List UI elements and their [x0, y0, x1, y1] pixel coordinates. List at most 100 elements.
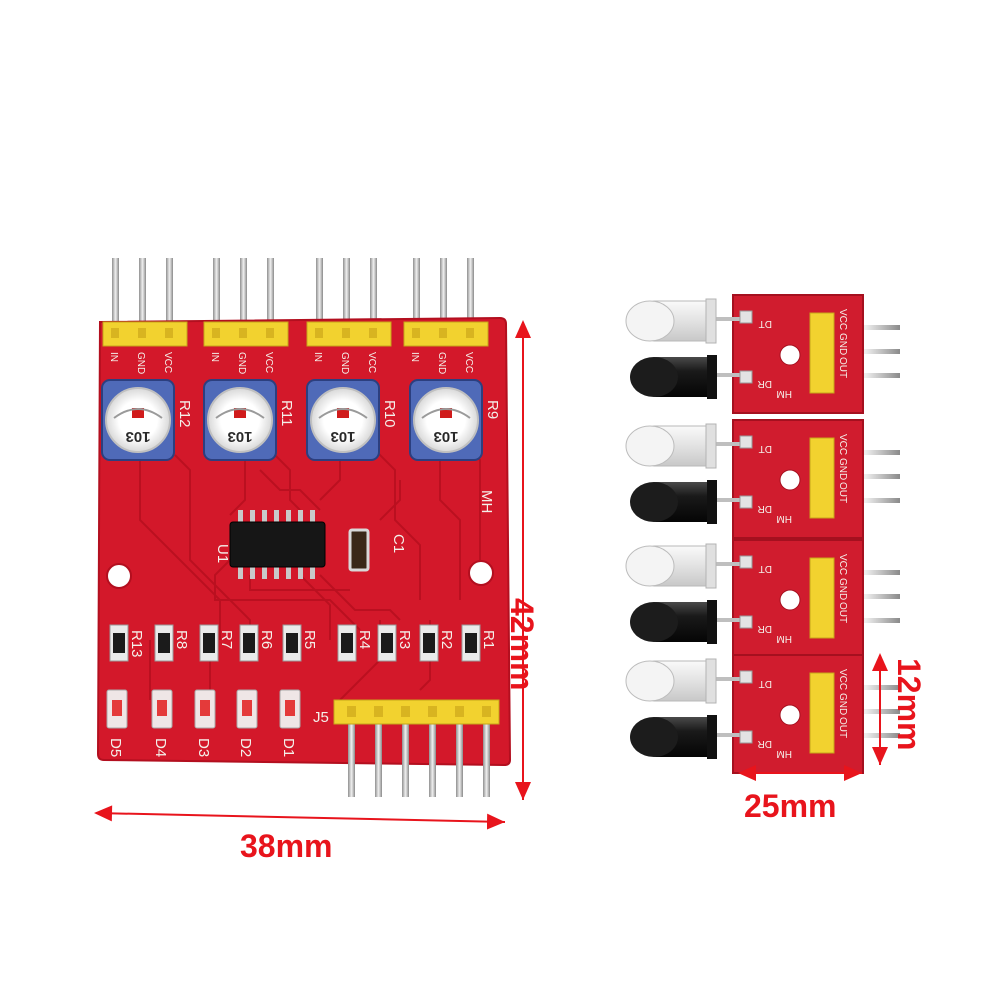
ic-leg	[238, 510, 243, 524]
pot-label: R12	[176, 400, 193, 428]
pin-label: VCC	[463, 352, 474, 373]
ic-leg	[274, 510, 279, 524]
header-socket	[239, 328, 247, 338]
black-ir-led	[630, 480, 717, 524]
mounting-hole	[779, 704, 801, 726]
black-ir-led	[630, 715, 717, 759]
black-ir-led	[630, 600, 717, 644]
smd-led	[194, 689, 216, 729]
smd-led	[236, 689, 258, 729]
smd-resistor	[461, 624, 481, 662]
module-header-label: VCC	[837, 554, 848, 575]
main-brand-label: MH	[478, 490, 495, 513]
ic-leg	[250, 565, 255, 579]
header-socket	[374, 706, 383, 717]
clear-ir-led	[625, 658, 717, 704]
module-header-label: OUT	[837, 482, 848, 503]
bottom-header	[333, 699, 500, 797]
smd-resistor	[282, 624, 302, 662]
module-header-label: VCC	[837, 309, 848, 330]
ic-leg	[238, 565, 243, 579]
header-socket	[439, 328, 447, 338]
clear-ir-led	[625, 543, 717, 589]
pin-label: VCC	[263, 352, 274, 373]
smd-resistor	[377, 624, 397, 662]
smd-resistor	[199, 624, 219, 662]
smd-resistor	[154, 624, 174, 662]
module-header-label: GND	[837, 693, 848, 715]
header-pin	[456, 712, 463, 797]
resistor-label: R2	[438, 630, 455, 649]
yellow-header	[333, 699, 500, 725]
pot-value: 103	[125, 428, 150, 445]
potentiometer: 103	[101, 379, 175, 461]
header-socket	[165, 328, 173, 338]
led-label: D5	[107, 738, 124, 757]
led-label: D2	[237, 738, 254, 757]
led-label: D3	[195, 738, 212, 757]
smd-resistor	[109, 624, 129, 662]
resistor-label: R5	[301, 630, 318, 649]
mounting-hole-left	[106, 563, 132, 589]
ic-leg	[310, 565, 315, 579]
module-brand-label: HM	[776, 633, 792, 644]
header-pin	[830, 685, 900, 690]
header-socket	[455, 706, 464, 717]
ic-leg	[250, 510, 255, 524]
resistor-label: R8	[173, 630, 190, 649]
module-width-label: 25mm	[744, 788, 837, 824]
mounting-hole	[779, 469, 801, 491]
ic-leg	[286, 510, 291, 524]
ic-chip	[229, 510, 326, 579]
chip-label: U1	[214, 544, 231, 563]
mounting-hole	[779, 589, 801, 611]
led-label: D4	[152, 738, 169, 757]
module-pin-label: DR	[758, 623, 772, 634]
black-ir-led	[630, 355, 717, 399]
potentiometer: 103	[306, 379, 380, 461]
capacitor	[348, 528, 370, 572]
led-label: D1	[280, 738, 297, 757]
pot-label: R11	[278, 400, 295, 426]
header-pin	[343, 258, 350, 338]
header-pin	[467, 258, 474, 338]
yellow-header	[809, 312, 835, 394]
led-labels: D5 D4 D3 D2 D1	[107, 738, 297, 757]
resistor-label: R7	[218, 630, 235, 649]
pin-label: IN	[108, 352, 119, 362]
mounting-hole-right	[468, 560, 494, 586]
header-pin	[440, 258, 447, 338]
smd-led	[106, 689, 128, 729]
pot-value: 103	[227, 428, 252, 445]
header-pin	[375, 712, 382, 797]
header-socket	[466, 328, 474, 338]
clear-ir-led	[625, 298, 717, 344]
resistor-label: R13	[128, 630, 145, 658]
module-pin-label: DR	[758, 738, 772, 749]
header-pin	[240, 258, 247, 338]
width-dimension-line	[94, 805, 506, 830]
header-socket	[428, 706, 437, 717]
header-pin	[830, 325, 900, 330]
pot-value: 103	[330, 428, 355, 445]
module-pin-label: DT	[759, 318, 772, 329]
smd-leds	[106, 689, 301, 729]
yellow-header	[809, 437, 835, 519]
header-pin	[830, 594, 900, 599]
potentiometer: 103	[409, 379, 483, 461]
header-pin	[830, 570, 900, 575]
module-brand-label: HM	[776, 388, 792, 399]
module-header-label: GND	[837, 578, 848, 600]
header-pin	[830, 450, 900, 455]
module-pin-label: DR	[758, 378, 772, 389]
header-pin	[370, 258, 377, 338]
pin-label: GND	[236, 352, 247, 374]
ic-leg	[310, 510, 315, 524]
